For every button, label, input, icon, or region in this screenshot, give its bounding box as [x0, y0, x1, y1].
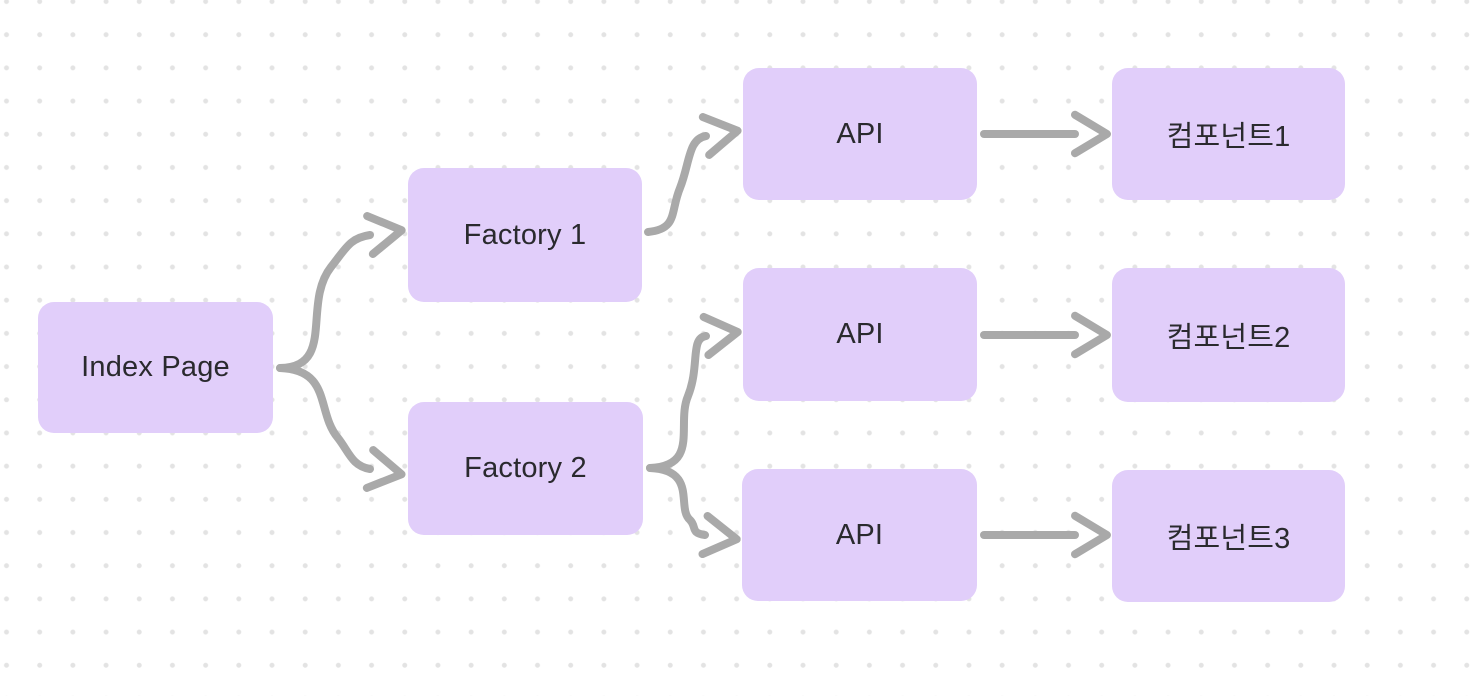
node-factory-2[interactable]: Factory 2	[408, 402, 643, 535]
node-label: 컴포넌트3	[1166, 523, 1291, 555]
connector-index-page-to-factory-1[interactable]	[276, 212, 406, 372]
node-factory-1[interactable]: Factory 1	[408, 168, 642, 302]
node-api-1[interactable]: API	[743, 68, 977, 200]
node-component-1[interactable]: 컴포넌트1	[1112, 68, 1345, 200]
node-component-3[interactable]: 컴포넌트3	[1112, 470, 1345, 602]
node-label: API	[836, 318, 884, 350]
connector-index-page-to-factory-2[interactable]	[276, 364, 406, 492]
node-label: Factory 1	[463, 218, 587, 251]
node-label: Index Page	[81, 351, 230, 383]
node-api-3[interactable]: API	[742, 469, 977, 601]
connector-factory-2-to-api-3[interactable]	[646, 464, 741, 559]
node-component-2[interactable]: 컴포넌트2	[1112, 268, 1345, 402]
node-label: API	[835, 518, 884, 551]
node-label: 컴포넌트1	[1166, 121, 1291, 153]
node-label: Factory 2	[464, 452, 587, 484]
node-index-page[interactable]: Index Page	[38, 302, 273, 433]
connector-factory-2-to-api-2[interactable]	[646, 312, 742, 472]
node-label: API	[836, 117, 884, 150]
node-label: 컴포넌트2	[1166, 322, 1291, 354]
node-api-2[interactable]: API	[743, 268, 977, 401]
connector-factory-1-to-api-1[interactable]	[644, 113, 742, 236]
